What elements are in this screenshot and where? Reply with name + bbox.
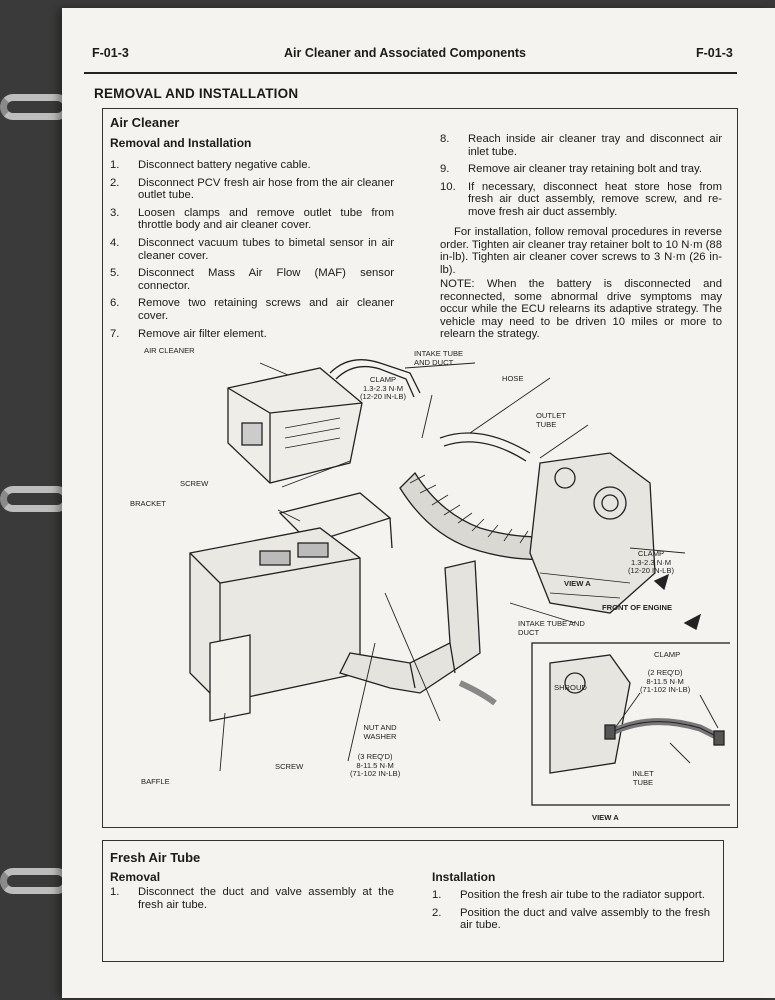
air-cleaner-subtitle: Removal and Installation — [110, 136, 252, 150]
label-outlet-tube: OUTLET TUBE — [536, 411, 566, 429]
fresh-air-installation-steps: 1.Position the fresh air tube to the rad… — [432, 889, 710, 937]
page-header-title: Air Cleaner and Associated Components — [284, 46, 526, 60]
step-item: 1.Disconnect the duct and valve assembly… — [110, 886, 394, 911]
binder-ring-top — [0, 94, 70, 120]
section-title: REMOVAL AND INSTALLATION — [94, 86, 299, 101]
step-item: 10.If necessary, disconnect heat store h… — [440, 180, 722, 218]
label-nut-washer: NUT AND WASHER — [363, 723, 397, 741]
battery-note: NOTE: When the battery is disconnected a… — [440, 278, 722, 341]
label-front-of-engine: FRONT OF ENGINE — [602, 603, 673, 612]
page-code-left: F-01-3 — [92, 46, 129, 60]
fresh-air-removal-steps: 1.Disconnect the duct and valve assembly… — [110, 886, 394, 916]
label-inset-clamp: CLAMP — [654, 650, 681, 659]
label-bracket: BRACKET — [130, 499, 166, 508]
installation-title: Installation — [432, 870, 496, 884]
label-view-a: VIEW A — [564, 579, 591, 588]
fresh-air-duct — [339, 560, 481, 694]
label-inset-torque: (2 REQ'D)8-11.5 N·m(71-102 IN-LB) — [640, 668, 691, 695]
air-cleaner-housing — [227, 367, 363, 484]
step-item: 7.Remove air filter element. — [110, 327, 267, 340]
page-code-right: F-01-3 — [696, 46, 733, 60]
air-cleaner-steps-left: 1.Disconnect battery negative cable. 2.D… — [110, 159, 394, 345]
binder-ring-bottom — [0, 868, 70, 894]
step-item: 5.Disconnect Mass Air Flow (MAF) sensor … — [110, 267, 394, 292]
step-item: 1.Position the fresh air tube to the rad… — [432, 889, 705, 901]
binder-ring-middle — [0, 486, 70, 512]
label-screw-top: SCREW — [180, 479, 209, 488]
baffle — [209, 634, 251, 722]
fresh-air-tube-title: Fresh Air Tube — [110, 850, 201, 865]
label-inlet-tube: INLET TUBE — [632, 769, 654, 787]
step-item: 2.Position the duct and valve assembly t… — [432, 906, 710, 932]
label-intake-tube-duct-top: INTAKE TUBE AND DUCT — [414, 349, 464, 367]
engine — [529, 452, 656, 614]
air-cleaner-box — [102, 108, 738, 828]
air-cleaner-diagram — [189, 359, 730, 806]
label-shroud: SHROUD — [554, 683, 587, 692]
view-a-arrow-icon — [653, 573, 670, 591]
air-cleaner-steps-right: 8.Reach inside air cleaner tray and disc… — [440, 133, 722, 224]
fresh-air-tube-box — [102, 840, 724, 962]
label-air-cleaner: AIR CLEANER — [144, 346, 195, 355]
label-screw-bottom: SCREW — [275, 762, 304, 771]
step-item: 4.Disconnect vacuum tubes to bimetal sen… — [110, 236, 394, 262]
step-item: 9.Remove air cleaner tray retaining bolt… — [440, 163, 703, 176]
installation-note: For installation, follow removal procedu… — [440, 226, 722, 276]
step-item: 1.Disconnect battery negative cable. — [110, 159, 311, 171]
label-hose: HOSE — [502, 374, 524, 383]
manual-page: F-01-3 Air Cleaner and Associated Compon… — [62, 8, 775, 998]
step-item: 2.Disconnect PCV fresh air hose from the… — [110, 176, 394, 202]
label-intake-tube-duct-bottom: INTAKE TUBE AND DUCT — [518, 619, 585, 637]
front-of-engine-arrow-icon — [683, 613, 702, 630]
label-inset-view-a: VIEW A — [592, 813, 619, 822]
label-baffle: BAFFLE — [141, 777, 170, 786]
removal-title: Removal — [110, 870, 161, 884]
step-item: 3.Loosen clamps and remove outlet tube f… — [110, 206, 394, 232]
step-item: 8.Reach inside air cleaner tray and disc… — [440, 133, 722, 158]
header-rule — [84, 72, 737, 74]
air-cleaner-title: Air Cleaner — [110, 115, 180, 130]
step-item: 6.Remove two retaining screws and air cl… — [110, 297, 394, 322]
label-nut-torque: (3 REQ'D)8-11.5 N·m(71-102 IN-LB) — [350, 752, 401, 779]
